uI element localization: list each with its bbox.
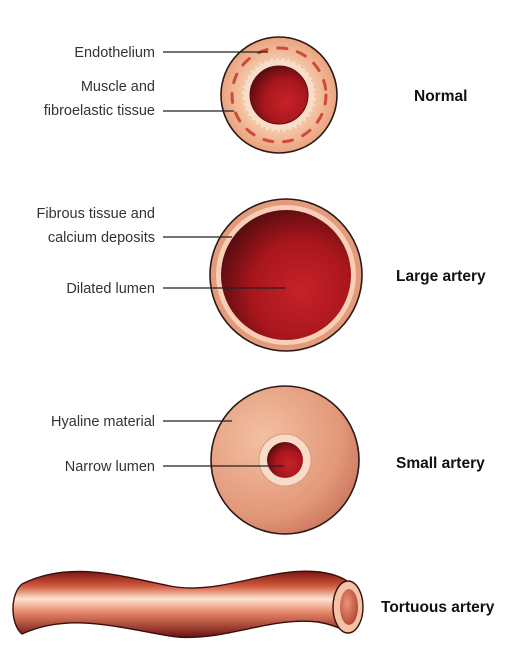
fibrous-label-line1: Fibrous tissue and <box>37 206 155 222</box>
tortuous-title: Tortuous artery <box>381 599 495 616</box>
small-title: Small artery <box>396 455 485 472</box>
dilated-label: Dilated lumen <box>66 281 155 297</box>
large-title: Large artery <box>396 268 486 285</box>
muscle-label-line2: fibroelastic tissue <box>44 103 155 119</box>
tortuous-end-lumen <box>340 589 358 625</box>
normal-lumen <box>250 66 308 124</box>
normal-artery: Endothelium Muscle and fibroelastic tiss… <box>44 37 468 153</box>
tortuous-artery: Tortuous artery <box>13 571 495 637</box>
normal-title: Normal <box>414 88 467 105</box>
fibrous-label-line2: calcium deposits <box>48 230 155 246</box>
hyaline-label: Hyaline material <box>51 414 155 430</box>
muscle-label-line1: Muscle and <box>81 79 155 95</box>
small-artery: Hyaline material Narrow lumen Small arte… <box>51 386 485 534</box>
endothelium-label: Endothelium <box>74 45 155 61</box>
tortuous-tube <box>13 571 348 637</box>
small-lumen <box>267 442 303 478</box>
narrow-label: Narrow lumen <box>65 459 155 475</box>
large-lumen <box>221 210 351 340</box>
large-artery: Fibrous tissue and calcium deposits Dila… <box>37 199 486 351</box>
